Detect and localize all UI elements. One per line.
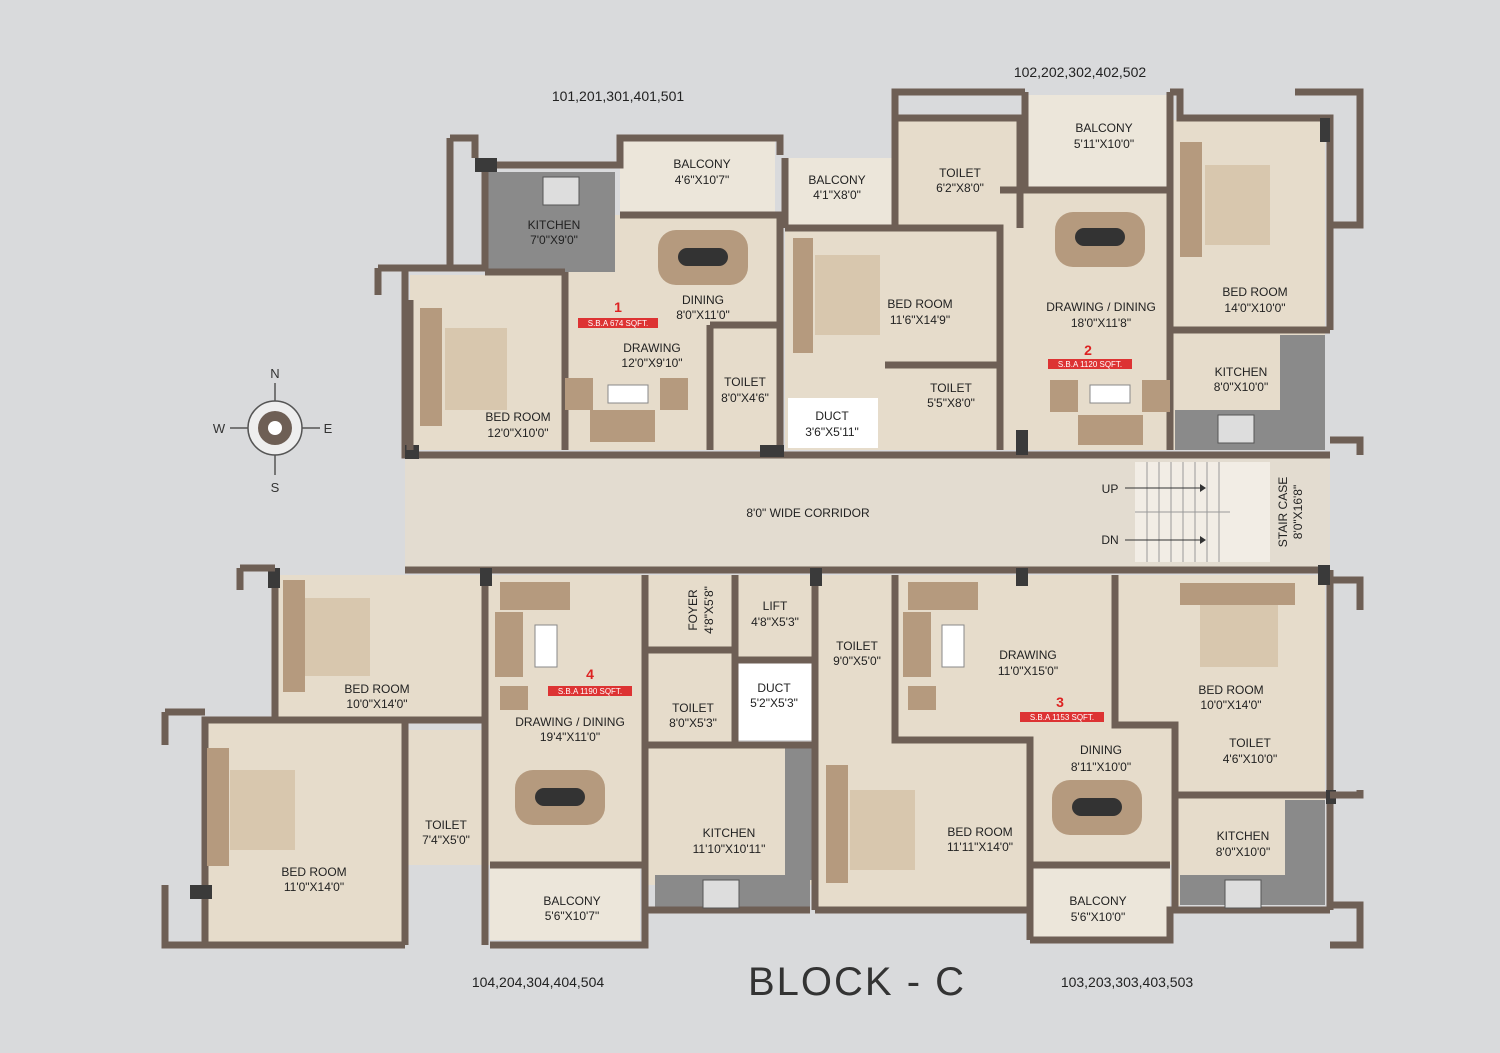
room-dim: 7'4"X5'0" [422, 833, 470, 847]
block-title: BLOCK - C [748, 960, 966, 1004]
svg-text:S.B.A 1190 SQFT.: S.B.A 1190 SQFT. [558, 687, 622, 696]
compass-west-label: W [213, 421, 226, 436]
room-name: BALCONY [673, 157, 730, 171]
room-dim: 19'4"X11'0" [540, 730, 600, 744]
room-name: FOYER [686, 589, 700, 631]
compass: N S W E [213, 366, 333, 495]
room-name: KITCHEN [1215, 365, 1268, 379]
room-dim: 5'6"X10'7" [545, 909, 599, 923]
room-name: KITCHEN [528, 218, 581, 232]
room-dim: 11'0"X14'0" [284, 880, 344, 894]
room-name: DRAWING [999, 648, 1057, 662]
svg-text:3: 3 [1056, 694, 1064, 710]
compass-north-label: N [270, 366, 279, 381]
room-name: TOILET [425, 818, 467, 832]
room-name: DRAWING / DINING [515, 715, 625, 729]
room-dim: 11'11"X14'0" [947, 840, 1013, 854]
furniture [207, 142, 1295, 909]
flat-group-bottom-left: 104,204,304,404,504 [472, 974, 605, 990]
room-dim: 10'0"X14'0" [346, 697, 407, 711]
room-name: DRAWING [623, 341, 681, 355]
room-dim: 5'11"X10'0" [1074, 137, 1134, 151]
room-dim: 9'0"X5'0" [833, 654, 881, 668]
room-dim: 4'1"X8'0" [813, 188, 861, 202]
room-name: BED ROOM [485, 410, 550, 424]
room-dim: 8'0"X4'6" [721, 391, 769, 405]
room-name: DINING [682, 293, 724, 307]
room-dim: 8'0"X5'3" [669, 716, 717, 730]
room-dim: 8'0"X10'0" [1214, 380, 1268, 394]
room-dim: 18'0"X11'8" [1071, 316, 1131, 330]
room-dim: 12'0"X9'10" [621, 356, 682, 370]
room-name: BALCONY [543, 894, 600, 908]
room-name: TOILET [1229, 736, 1271, 750]
corridor-label: 8'0" WIDE CORRIDOR [746, 506, 870, 520]
room-dim: 14'0"X10'0" [1224, 301, 1285, 315]
room-name: BED ROOM [344, 682, 409, 696]
room-name: TOILET [930, 381, 972, 395]
room-name: BED ROOM [887, 297, 952, 311]
svg-text:4: 4 [586, 666, 594, 682]
room-dim: 8'11"X10'0" [1071, 760, 1131, 774]
room-dim: 10'0"X14'0" [1200, 698, 1261, 712]
room-dim: 3'6"X5'11" [805, 425, 859, 439]
room-dim: 5'5"X8'0" [927, 396, 975, 410]
room-dim: 6'2"X8'0" [936, 181, 984, 195]
unit-marker-2: 2 S.B.A 1120 SQFT. [1048, 342, 1132, 369]
stair-up-label: UP [1102, 482, 1119, 496]
room-name: DRAWING / DINING [1046, 300, 1156, 314]
room-dim: 4'8"X5'8" [702, 586, 716, 634]
room-dim: 4'8"X5'3" [751, 615, 799, 629]
stair-dn-label: DN [1101, 533, 1118, 547]
room-name: BED ROOM [947, 825, 1012, 839]
flat-group-bottom-right: 103,203,303,403,503 [1061, 974, 1194, 990]
room-dim: 4'6"X10'0" [1223, 752, 1277, 766]
svg-text:S.B.A 674 SQFT.: S.B.A 674 SQFT. [588, 319, 648, 328]
svg-text:S.B.A 1120 SQFT.: S.B.A 1120 SQFT. [1058, 360, 1122, 369]
compass-east-label: E [324, 421, 333, 436]
unit-marker-3: 3 S.B.A 1153 SQFT. [1020, 694, 1104, 722]
room-dim: 5'6"X10'0" [1071, 910, 1125, 924]
room-name: DUCT [757, 681, 791, 695]
room-name: TOILET [672, 701, 714, 715]
room-name: BALCONY [808, 173, 865, 187]
room-dim: 8'0"X11'0" [676, 308, 730, 322]
room-name: TOILET [724, 375, 766, 389]
flat-group-top-left: 101,201,301,401,501 [552, 88, 685, 104]
room-dim: 8'0"X16'8" [1291, 485, 1305, 539]
room-name: BALCONY [1069, 894, 1126, 908]
unit-marker-4: 4 S.B.A 1190 SQFT. [548, 666, 632, 696]
unit-marker-1: 1 S.B.A 674 SQFT. [578, 299, 658, 328]
room-labels: KITCHEN 7'0"X9'0" BALCONY 4'6"X10'7" DIN… [281, 121, 1305, 924]
room-name: DUCT [815, 409, 849, 423]
room-name: BED ROOM [1198, 683, 1263, 697]
room-dim: 4'6"X10'7" [675, 173, 729, 187]
room-name: KITCHEN [703, 826, 756, 840]
svg-text:S.B.A 1153 SQFT.: S.B.A 1153 SQFT. [1030, 713, 1094, 722]
room-dim: 12'0"X10'0" [487, 426, 548, 440]
svg-text:1: 1 [614, 299, 622, 315]
room-name: BALCONY [1075, 121, 1132, 135]
room-name: STAIR CASE [1276, 477, 1290, 547]
room-name: LIFT [763, 599, 788, 613]
flat-group-top-right: 102,202,302,402,502 [1014, 64, 1147, 80]
room-dim: 11'6"X14'9" [890, 313, 950, 327]
bottom-floors [205, 575, 1325, 945]
room-name: DINING [1080, 743, 1122, 757]
compass-south-label: S [271, 480, 280, 495]
room-dim: 11'10"X10'11" [693, 842, 766, 856]
room-dim: 5'2"X5'3" [750, 696, 798, 710]
room-dim: 8'0"X10'0" [1216, 845, 1270, 859]
room-name: KITCHEN [1217, 829, 1270, 843]
staircase [1125, 462, 1270, 562]
room-dim: 7'0"X9'0" [530, 233, 578, 247]
svg-text:2: 2 [1084, 342, 1092, 358]
room-name: BED ROOM [281, 865, 346, 879]
room-name: TOILET [939, 166, 981, 180]
walls [161, 88, 1364, 949]
room-name: BED ROOM [1222, 285, 1287, 299]
room-name: TOILET [836, 639, 878, 653]
room-dim: 11'0"X15'0" [998, 664, 1058, 678]
